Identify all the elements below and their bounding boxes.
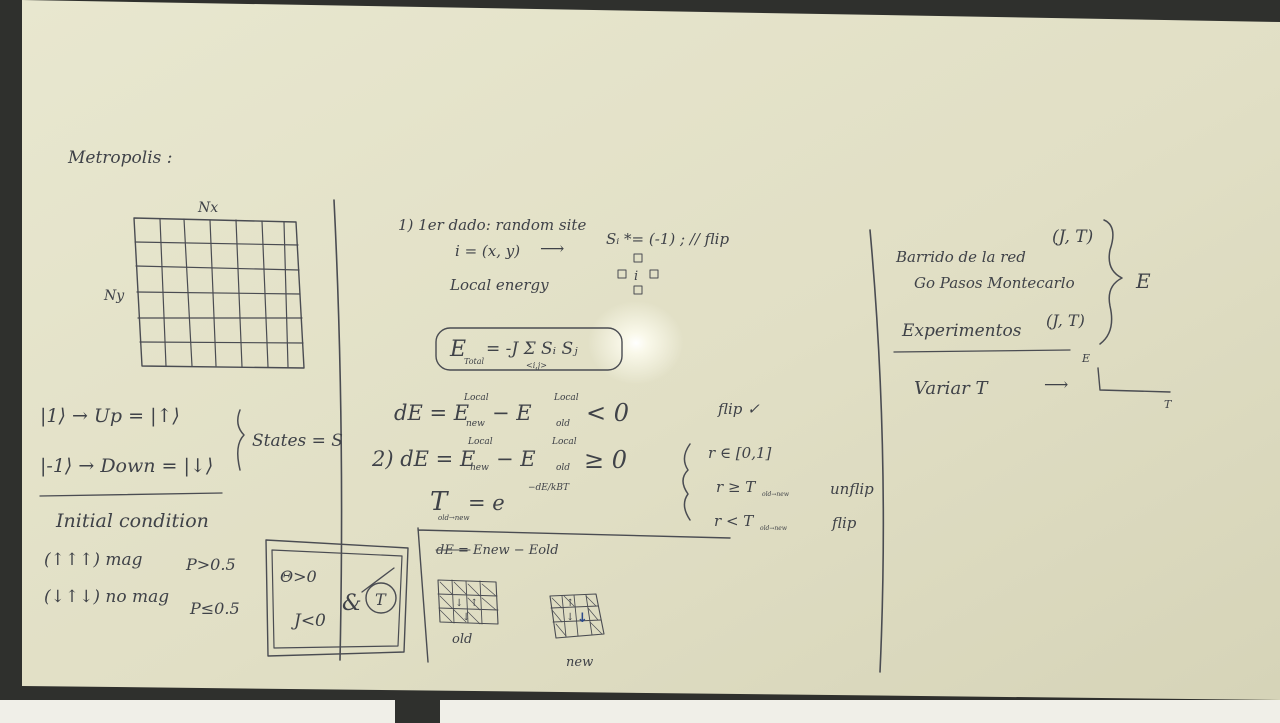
svg-text:↑: ↑ [566, 598, 574, 609]
axis-e: E [1081, 352, 1090, 365]
local-energy: Local energy [449, 276, 549, 294]
de1-lhs: dE = E [394, 401, 469, 425]
right-separator [893, 349, 1071, 353]
divider-right [869, 229, 885, 673]
vary-t: Variar T [914, 378, 989, 399]
cond-r-lt: r < T [714, 512, 754, 530]
right-brace [1099, 219, 1123, 345]
title-metropolis: Metropolis : [67, 148, 173, 168]
grid-x-label: Nx [197, 200, 218, 216]
mc-steps: Go Pasos Montecarlo [914, 274, 1075, 292]
de2-new: new [470, 463, 489, 473]
box-theta: Θ>0 [280, 567, 317, 586]
flip: flip [831, 514, 857, 532]
nomag-prob: P≤0.5 [189, 599, 240, 618]
svg-text:↓: ↓ [462, 612, 470, 623]
separator-line [39, 492, 223, 497]
hamiltonian-box [435, 327, 623, 371]
cond-r-ge: r ≥ T [716, 478, 756, 496]
board-support [395, 700, 440, 723]
mag-prob: P>0.5 [185, 555, 236, 574]
de1-new: new [466, 419, 485, 429]
state-down: |-1⟩ → Down = |↓⟩ [40, 455, 213, 477]
svg-text:↓: ↓ [577, 611, 588, 626]
grid-y-label: Ny [103, 288, 125, 304]
cond-r-ge-sub: old→new [762, 491, 790, 498]
transition-exp: −dE/kBT [528, 483, 570, 493]
experiments-params: (J, T) [1046, 311, 1085, 330]
box-j: J<0 [291, 611, 326, 631]
vary-arrow: ⟶ [1044, 375, 1068, 395]
de1-mid: − E [492, 401, 532, 425]
new-label: new [566, 655, 593, 670]
lattice-old: ↓ ↑ ↓ [437, 579, 499, 625]
lattice-grid [133, 217, 305, 369]
step-1: 1) 1er dado: random site [398, 216, 586, 234]
box-and: & [342, 591, 362, 616]
parameter-box [265, 539, 409, 657]
cond-r-lt-sub: old→new [760, 525, 788, 532]
svg-text:↓: ↓ [566, 612, 574, 623]
de1-lt-zero: < 0 [586, 399, 629, 427]
de1-local-sup-old: Local [553, 393, 579, 403]
cond-r-range: r ∈ [0,1] [708, 444, 772, 462]
lattice-new: ↑ ↓ ↓ [549, 593, 605, 639]
flip-rule: Sᵢ *= (-1) ; // flip [606, 230, 729, 248]
e-t-axes [1097, 367, 1171, 393]
hamiltonian-e: E [449, 337, 466, 362]
sweep-params: (J, T) [1052, 227, 1093, 247]
experiments: Experimentos [901, 321, 1022, 341]
wall-below [0, 700, 1280, 723]
bottom-de: dE = Enew − Eold [436, 543, 559, 558]
transition-sub: old→new [438, 514, 469, 522]
svg-text:↓: ↓ [455, 598, 463, 609]
sweep: Barrido de la red [895, 248, 1026, 266]
transition-t: T [430, 487, 449, 517]
de2-local-sup-new: Local [467, 437, 493, 447]
axis-t: T [1164, 398, 1173, 411]
svg-text:↑: ↑ [470, 598, 478, 609]
de1-local-sup-new: Local [463, 393, 489, 403]
conditions-brace [682, 443, 691, 521]
svg-text:i: i [634, 269, 638, 284]
states-label: States = S [252, 431, 343, 451]
unflip: unflip [830, 480, 874, 498]
site-arrow: ⟶ [540, 239, 564, 259]
transition-eq: = e [468, 491, 505, 515]
de2-lhs: 2) dE = E [371, 447, 475, 471]
divider-left [333, 199, 343, 661]
nomag-row: (↓↑↓) no mag [44, 587, 169, 607]
box-t: T [375, 590, 387, 609]
hamiltonian-sub: Total [464, 357, 485, 366]
site-coords: i = (x, y) [455, 242, 520, 260]
old-label: old [452, 632, 472, 647]
de1-old: old [556, 419, 570, 429]
initial-condition: Initial condition [55, 510, 209, 532]
hamiltonian-rhs: = -J Σ Sᵢ Sⱼ [486, 339, 578, 359]
de2-local-sup-old: Local [551, 437, 577, 447]
bottom-box-lines [417, 527, 731, 663]
hamiltonian-sum-sub: <i,j> [526, 361, 547, 370]
de2-old: old [556, 463, 570, 473]
states-brace [237, 409, 245, 471]
de2-ge-zero: ≥ 0 [584, 446, 627, 474]
flip-ok: flip ✓ [717, 400, 760, 418]
mag-row: (↑↑↑) mag [44, 550, 143, 570]
neighbor-stencil: i [617, 253, 659, 295]
state-up: |1⟩ → Up = |↑⟩ [40, 405, 180, 427]
brace-result: E [1135, 269, 1151, 293]
light-glare [588, 301, 684, 385]
de2-mid: − E [496, 447, 536, 471]
